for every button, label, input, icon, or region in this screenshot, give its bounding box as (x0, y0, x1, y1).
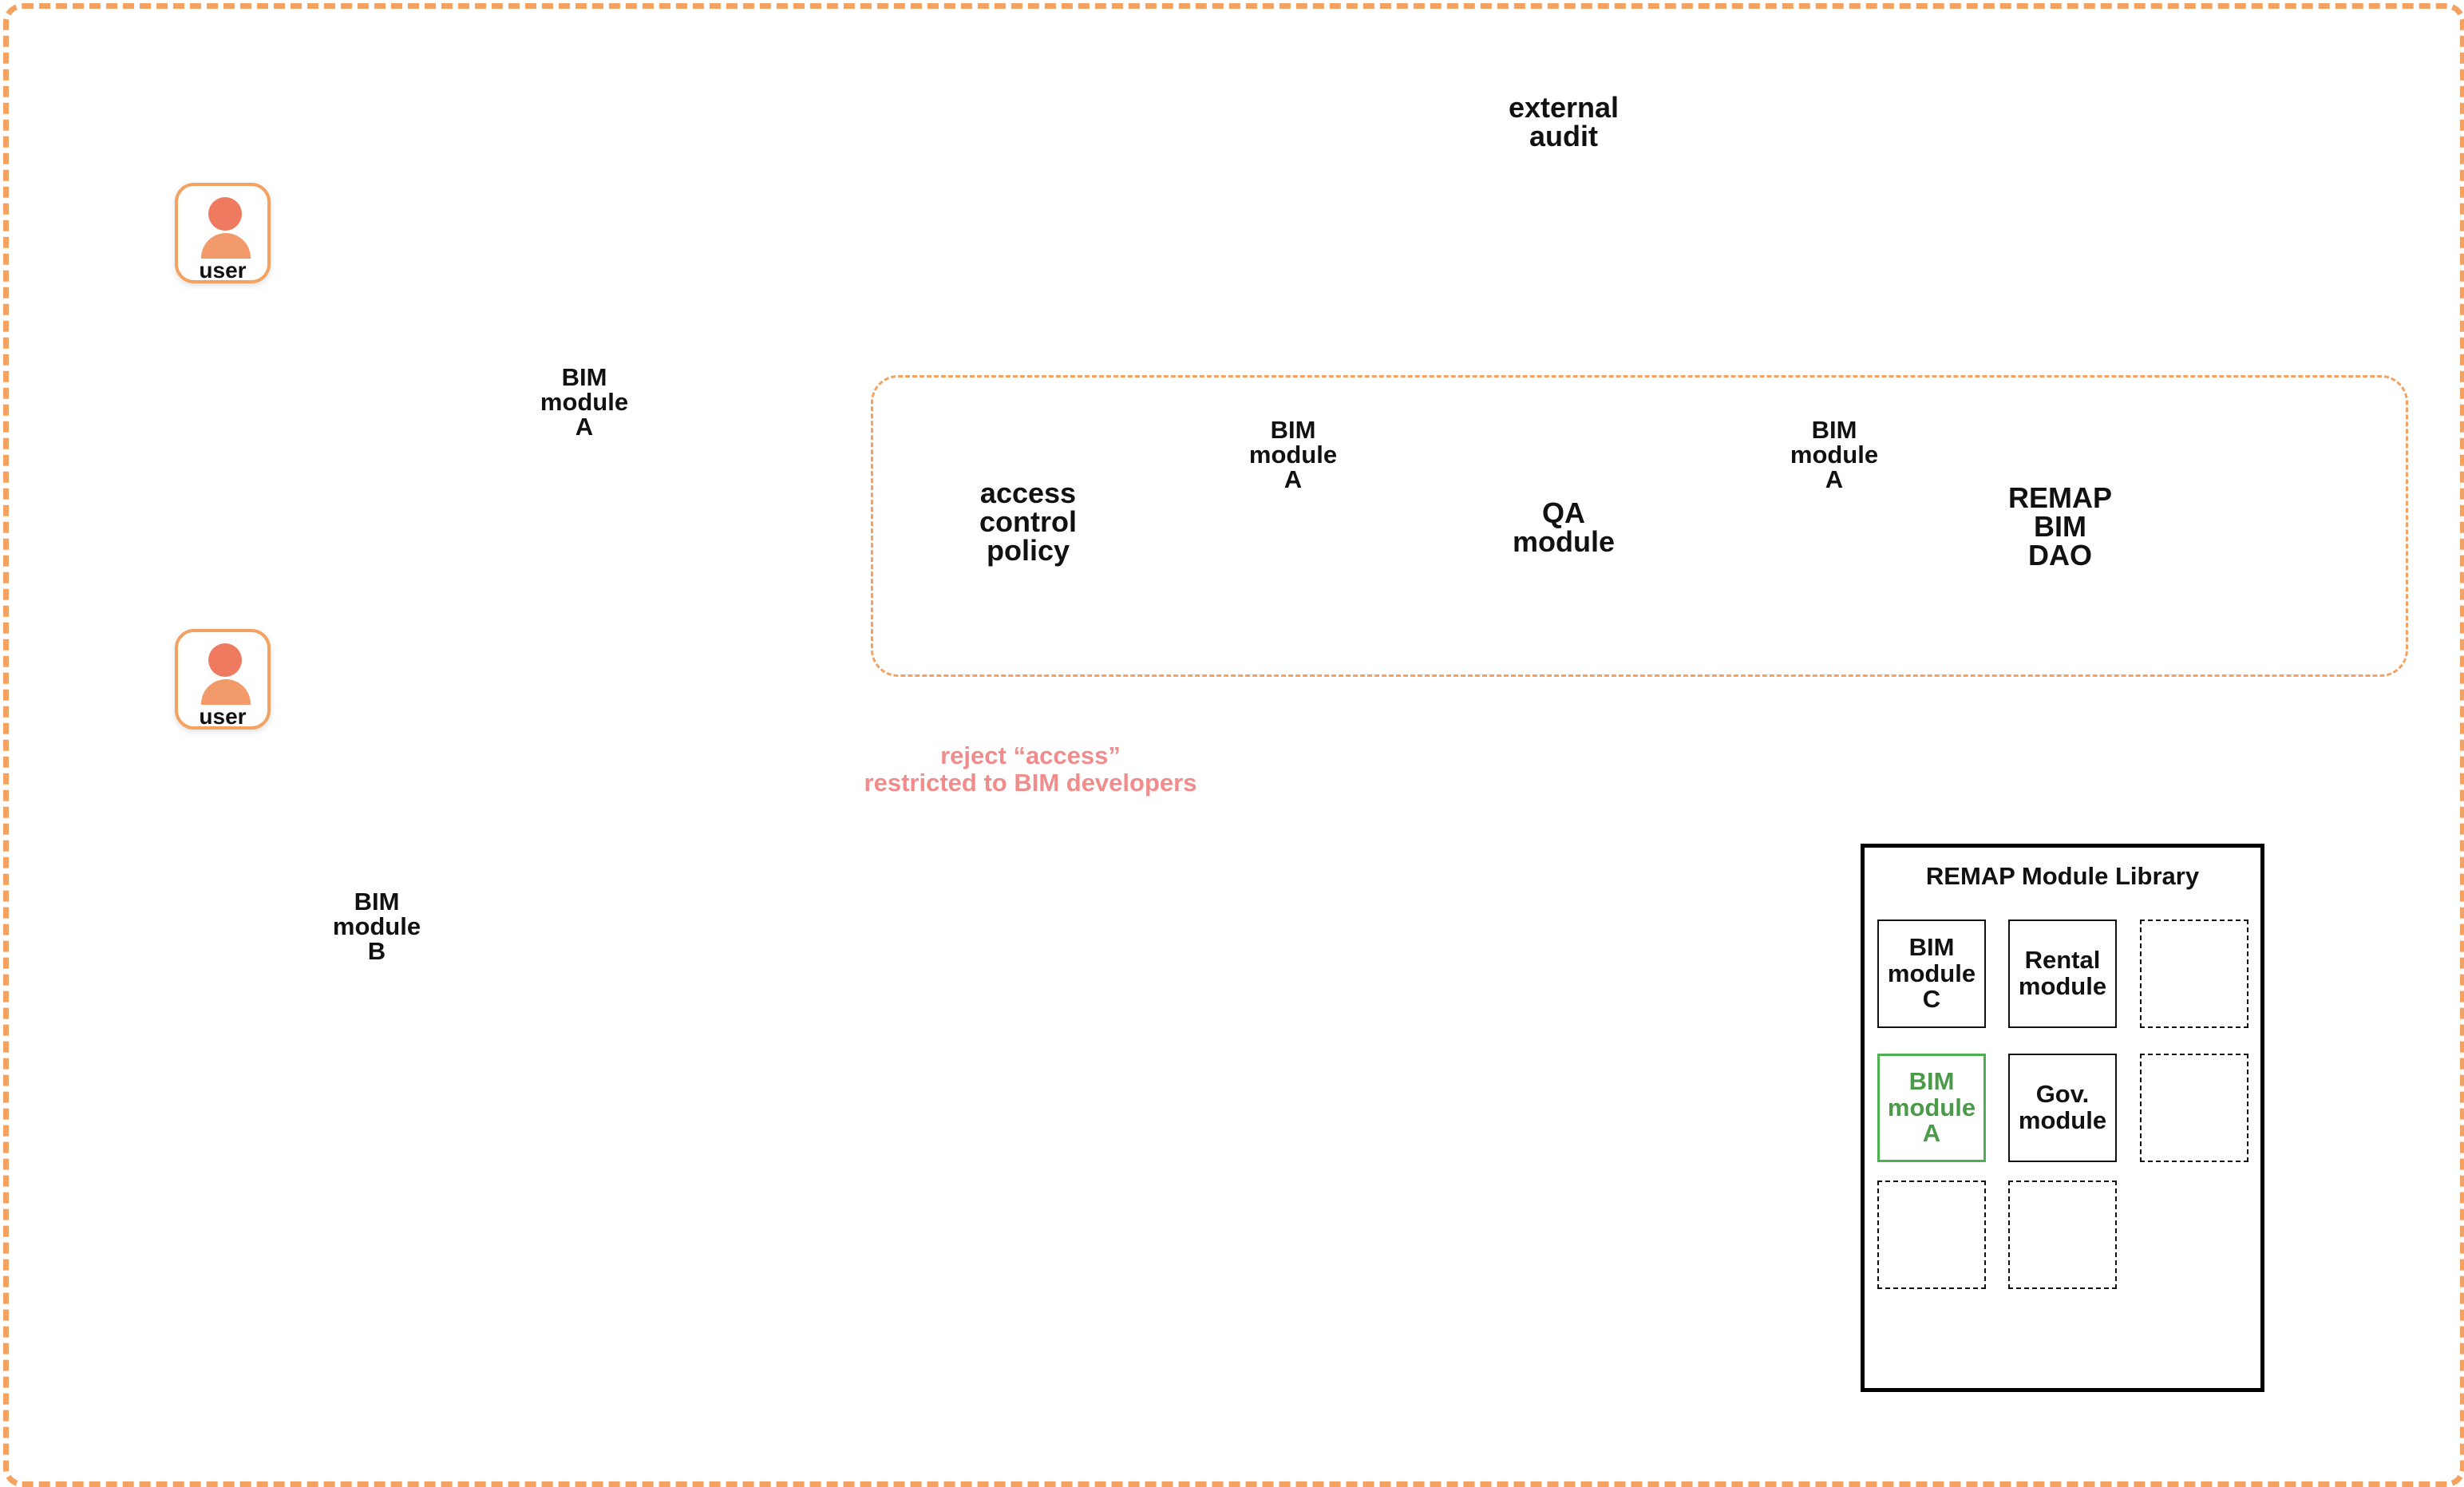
bim-module-b-label: BIM module B (332, 888, 421, 965)
remap-bim-dao-label: REMAP BIM DAO (2007, 481, 2112, 571)
library-slot-empty[interactable] (1877, 1181, 1986, 1289)
library-slot-empty[interactable] (2140, 919, 2248, 1028)
bim-module-a-label: BIM module A (1248, 416, 1338, 493)
library-slot-bim-module-a[interactable]: BIM module A (1877, 1054, 1986, 1162)
user-body-icon (201, 233, 251, 259)
dao-frame (871, 375, 2408, 677)
reject-message: reject “access” restricted to BIM develo… (864, 742, 1197, 797)
user-label: user (199, 258, 247, 283)
library-slot-bim-module-c[interactable]: BIM module C (1877, 919, 1986, 1028)
user-actor-top[interactable]: user (175, 183, 271, 283)
bim-module-a-outside-label: BIM module A (540, 363, 629, 441)
library-slot-gov-module[interactable]: Gov. module (2008, 1054, 2117, 1162)
library-slot-empty[interactable] (2140, 1054, 2248, 1162)
user-body-icon (201, 679, 251, 705)
access-control-policy-label: access control policy (979, 477, 1077, 567)
library-title: REMAP Module Library (1925, 862, 2200, 890)
library-slot-empty[interactable] (2008, 1181, 2117, 1289)
user-head-icon (208, 197, 242, 231)
qa-module-label: QA module (1512, 496, 1615, 558)
user-head-icon (208, 643, 242, 677)
external-audit-label: external audit (1508, 91, 1620, 152)
library-slot-rental-module[interactable]: Rental module (2008, 919, 2117, 1028)
module-library: REMAP Module Library (1861, 844, 2264, 1392)
bim-module-a-label: BIM module A (1790, 416, 1879, 493)
outer-frame (3, 3, 2464, 1487)
user-actor-bottom[interactable]: user (175, 629, 271, 730)
user-label: user (199, 704, 247, 729)
